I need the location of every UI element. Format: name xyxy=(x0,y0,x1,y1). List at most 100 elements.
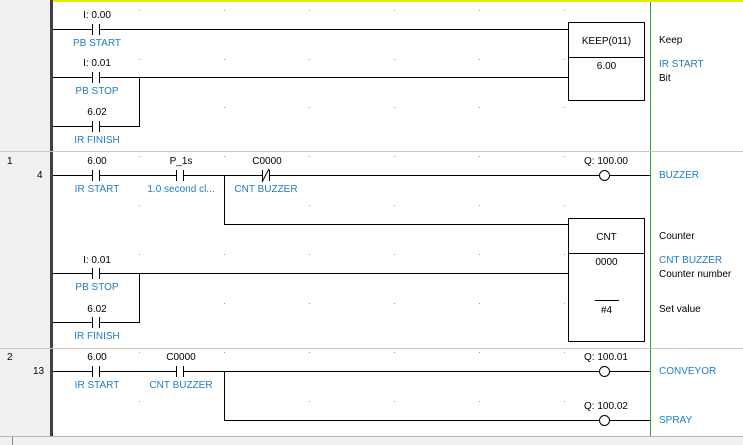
grid-dot xyxy=(564,107,565,108)
contact-comment: IR FINISH xyxy=(74,135,120,146)
wire xyxy=(100,29,568,30)
grid-dot xyxy=(224,59,225,60)
no-contact[interactable] xyxy=(86,170,106,181)
grid-dot xyxy=(394,10,395,11)
grid-dot xyxy=(139,59,140,60)
instruction-comment: Set value xyxy=(659,304,701,315)
wire xyxy=(100,175,176,176)
grid-dot xyxy=(564,205,565,206)
keep-instruction-block[interactable]: KEEP(011) 6.00 xyxy=(568,22,645,101)
contact-address: 6.02 xyxy=(87,304,107,315)
grid-dot xyxy=(394,107,395,108)
no-contact[interactable] xyxy=(86,317,106,328)
nc-contact[interactable] xyxy=(256,168,276,183)
grid-dot xyxy=(224,254,225,255)
wire xyxy=(100,273,568,274)
instruction-comment: CNT BUZZER xyxy=(659,255,723,266)
instruction-name: CNT xyxy=(596,232,617,243)
output-coil[interactable] xyxy=(599,366,610,377)
counter-number: 0000 xyxy=(595,257,618,268)
grid-dot xyxy=(479,156,480,157)
no-contact[interactable] xyxy=(86,24,106,35)
wire xyxy=(53,77,92,78)
contact-comment: IR START xyxy=(74,380,120,391)
contact-comment: CNT BUZZER xyxy=(234,184,298,195)
contact-comment: PB STOP xyxy=(75,86,119,97)
grid-dot xyxy=(479,352,480,353)
wire xyxy=(53,29,92,30)
wire xyxy=(53,273,92,274)
contact-address: C0000 xyxy=(166,352,196,363)
rung-separator xyxy=(0,348,743,349)
output-coil[interactable] xyxy=(599,415,610,426)
rung-number-gutter xyxy=(0,0,50,444)
grid-dot xyxy=(394,401,395,402)
no-contact[interactable] xyxy=(86,121,106,132)
instruction-comment: Counter xyxy=(659,231,695,242)
instruction-comment: Bit xyxy=(659,73,671,84)
wire xyxy=(100,371,176,372)
grid-dot xyxy=(564,401,565,402)
grid-dot xyxy=(564,352,565,353)
wire xyxy=(224,420,599,421)
grid-dot xyxy=(479,254,480,255)
grid-dot xyxy=(479,10,480,11)
grid-dot xyxy=(394,352,395,353)
contact-address: P_1s xyxy=(169,156,193,167)
grid-dot xyxy=(309,254,310,255)
grid-dot xyxy=(479,401,480,402)
no-contact[interactable] xyxy=(170,366,190,377)
wire xyxy=(53,175,92,176)
coil-address: Q: 100.00 xyxy=(584,156,628,167)
grid-dot xyxy=(139,352,140,353)
grid-dot xyxy=(309,107,310,108)
step-number: 4 xyxy=(37,170,43,181)
coil-comment: SPRAY xyxy=(659,415,693,426)
wire xyxy=(53,322,92,323)
instruction-comment: IR START xyxy=(659,59,704,70)
grid-dot xyxy=(139,10,140,11)
step-number: 13 xyxy=(33,366,45,377)
rung-number: 2 xyxy=(7,352,13,363)
contact-comment: CNT BUZZER xyxy=(149,380,213,391)
wire xyxy=(100,322,139,323)
grid-dot xyxy=(394,59,395,60)
wire xyxy=(100,77,568,78)
contact-comment: IR START xyxy=(74,184,120,195)
no-contact[interactable] xyxy=(170,170,190,181)
grid-dot xyxy=(394,254,395,255)
grid-dot xyxy=(479,107,480,108)
wire xyxy=(139,77,140,127)
coil-comment: BUZZER xyxy=(659,170,699,181)
coil-comment: CONVEYOR xyxy=(659,366,717,377)
grid-dot xyxy=(224,303,225,304)
grid-dot xyxy=(479,205,480,206)
coil-address: Q: 100.02 xyxy=(584,401,628,412)
wire xyxy=(610,420,650,421)
horizontal-scrollbar[interactable] xyxy=(0,436,743,445)
grid-dot xyxy=(139,156,140,157)
no-contact[interactable] xyxy=(86,268,106,279)
contact-comment: PB STOP xyxy=(75,282,119,293)
grid-dot xyxy=(309,303,310,304)
grid-dot xyxy=(394,156,395,157)
grid-dot xyxy=(139,401,140,402)
instruction-operand: 6.00 xyxy=(596,61,617,72)
contact-comment: PB START xyxy=(73,38,121,49)
left-power-rail xyxy=(50,0,53,444)
grid-dot xyxy=(309,156,310,157)
rung-number: 1 xyxy=(7,156,13,167)
wire xyxy=(270,175,599,176)
grid-dot xyxy=(564,254,565,255)
grid-dot xyxy=(564,156,565,157)
wire xyxy=(224,175,225,225)
grid-dot xyxy=(309,352,310,353)
output-coil[interactable] xyxy=(599,170,610,181)
instruction-comment: Keep xyxy=(659,35,683,46)
wire xyxy=(53,126,92,127)
no-contact[interactable] xyxy=(86,72,106,83)
grid-dot xyxy=(224,107,225,108)
counter-instruction-block[interactable]: CNT 0000 #4 xyxy=(568,218,645,342)
wire xyxy=(610,175,650,176)
no-contact[interactable] xyxy=(86,366,106,377)
